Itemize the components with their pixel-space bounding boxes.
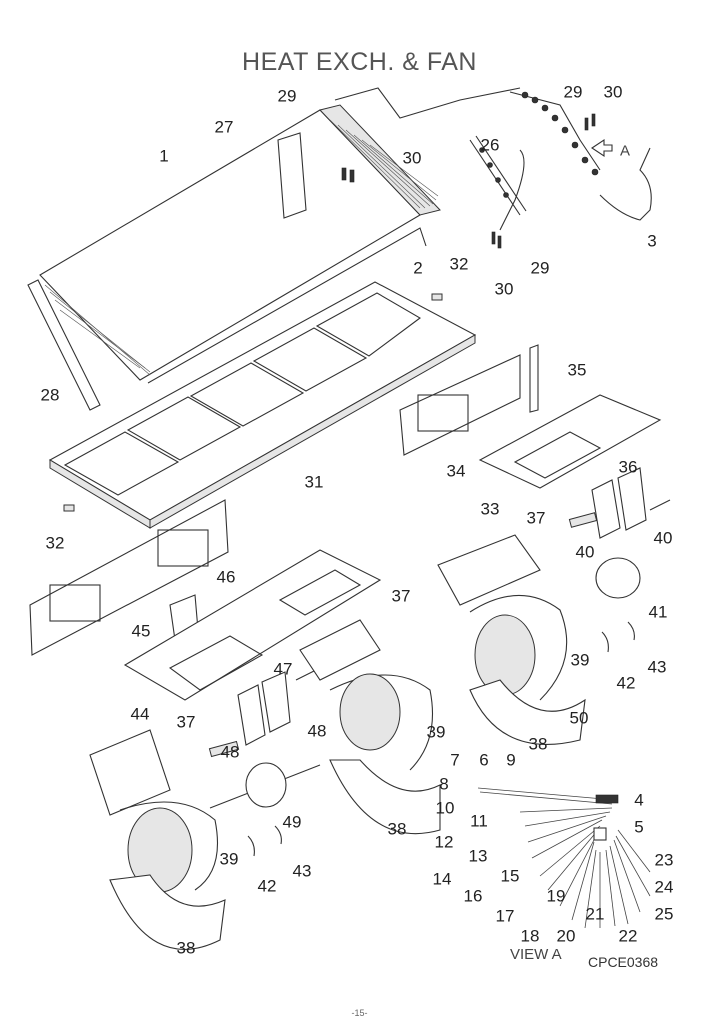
callout-41: 41 [648, 602, 668, 622]
callout-17: 17 [495, 906, 515, 926]
clip-left [247, 835, 255, 857]
callout-40-right: 40 [653, 528, 673, 548]
callout-48-center: 48 [220, 742, 240, 762]
right-panel-assembly [399, 344, 662, 489]
callout-28: 28 [40, 385, 60, 405]
callout-39-left: 39 [219, 849, 239, 869]
callout-19: 19 [546, 886, 566, 906]
callout-39-center: 39 [426, 722, 446, 742]
callout-35: 35 [567, 360, 587, 380]
callout-40-center: 40 [575, 542, 595, 562]
callout-9: 9 [506, 750, 516, 770]
callout-12: 12 [434, 832, 454, 852]
callout-44: 44 [130, 704, 150, 724]
fan-housing-right [437, 534, 586, 745]
diagram-title: HEAT EXCH. & FAN [242, 48, 477, 76]
callout-37-left: 37 [176, 712, 196, 732]
callout-32-left: 32 [45, 533, 65, 553]
view-a-label: VIEW A [510, 946, 562, 963]
callout-48-right: 48 [307, 721, 327, 741]
heat-exchanger-coil [39, 87, 521, 384]
callout-43-left: 43 [292, 861, 312, 881]
callout-18: 18 [520, 926, 540, 946]
callout-21: 21 [585, 904, 605, 924]
callout-49: 49 [282, 812, 302, 832]
callout-4: 4 [634, 790, 644, 810]
callout-31: 31 [304, 472, 324, 492]
callout-22: 22 [618, 926, 638, 946]
callout-30-lower: 30 [494, 279, 514, 299]
callout-20: 20 [556, 926, 576, 946]
drain-pan [48, 281, 477, 529]
drawing-code: CPCE0368 [588, 954, 659, 970]
callout-29-right: 29 [563, 82, 583, 102]
callout-1: 1 [159, 146, 169, 166]
callout-5: 5 [634, 817, 644, 837]
fan-motor-center [245, 762, 287, 808]
callout-47: 47 [273, 659, 293, 679]
pipe-clips [341, 113, 596, 249]
callout-32-right: 32 [449, 254, 469, 274]
callout-13: 13 [468, 846, 488, 866]
callout-36: 36 [618, 457, 638, 477]
callout-34: 34 [446, 461, 466, 481]
callout-25: 25 [654, 904, 674, 924]
base-plate [123, 549, 382, 701]
callout-30-right: 30 [603, 82, 623, 102]
callout-42-right: 42 [616, 673, 636, 693]
page-number: -15- [351, 1008, 368, 1018]
callout-10: 10 [435, 798, 455, 818]
callout-8: 8 [439, 774, 449, 794]
motor-bracket-center [208, 667, 321, 758]
fan-motor-right [595, 557, 641, 599]
callout-38-left: 38 [176, 938, 196, 958]
clip-left-2 [274, 825, 282, 845]
callout-38-center: 38 [387, 819, 407, 839]
callout-50: 50 [569, 708, 589, 728]
callout-45: 45 [131, 621, 151, 641]
callout-2: 2 [413, 258, 423, 278]
header-piping [469, 91, 652, 231]
callout-27: 27 [214, 117, 234, 137]
callout-24: 24 [654, 877, 674, 897]
view-arrow-label: A [619, 142, 631, 160]
callout-29-lower: 29 [530, 258, 550, 278]
callout-46: 46 [216, 567, 236, 587]
coil-side-plate [27, 279, 101, 411]
fan-housing-left [89, 729, 226, 950]
callout-6: 6 [479, 750, 489, 770]
callout-43-right: 43 [647, 657, 667, 677]
callout-33: 33 [480, 499, 500, 519]
callout-11: 11 [470, 811, 488, 831]
callout-38-right: 38 [528, 734, 548, 754]
clip-right [601, 631, 609, 653]
callout-37-center: 37 [391, 586, 411, 606]
callout-14: 14 [432, 869, 452, 889]
view-a-detail [477, 787, 651, 929]
tab-clip-left [63, 504, 75, 512]
coil-bracket [277, 132, 307, 219]
clip-right-2 [627, 621, 635, 641]
callout-29-top: 29 [277, 86, 297, 106]
callout-30-center: 30 [402, 148, 422, 168]
callout-37-right: 37 [526, 508, 546, 528]
motor-bracket-right [568, 467, 671, 539]
callout-42-left: 42 [257, 876, 277, 896]
callout-15: 15 [500, 866, 520, 886]
callout-16: 16 [463, 886, 483, 906]
fan-housing-center [299, 619, 441, 835]
tab-clip-right [431, 293, 443, 301]
callout-39-right: 39 [570, 650, 590, 670]
callout-3: 3 [647, 231, 657, 251]
callout-23: 23 [654, 850, 674, 870]
callout-26: 26 [480, 135, 500, 155]
callout-7: 7 [450, 750, 460, 770]
